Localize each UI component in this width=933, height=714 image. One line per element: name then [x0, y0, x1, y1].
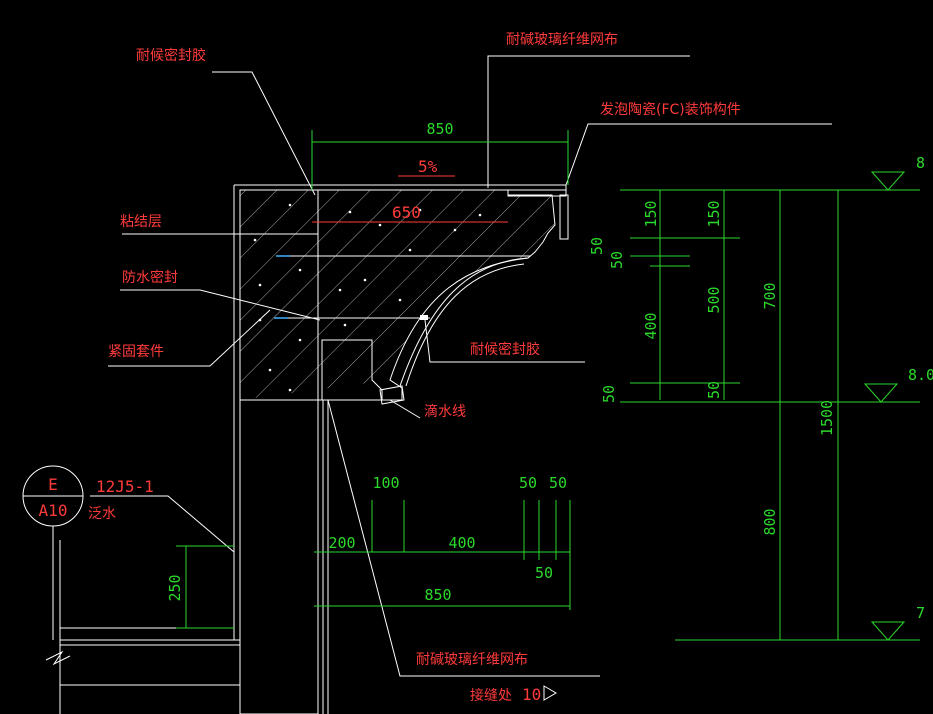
- joint-arrow-icon: [543, 685, 557, 701]
- elevation-2: 8.0: [908, 366, 933, 384]
- label-bond-layer: 粘结层: [120, 214, 162, 230]
- dim-v150a: 150: [642, 200, 660, 227]
- dim-v1500: 1500: [818, 400, 836, 436]
- elevation-3: 7: [916, 604, 925, 622]
- dim-v50b: 50: [608, 251, 626, 269]
- elevation-1: 8: [916, 154, 925, 172]
- label-mesh-bottom: 耐碱玻璃纤维网布: [416, 651, 528, 668]
- dim-v400: 400: [642, 312, 660, 339]
- dim-h50b: 50: [549, 474, 567, 492]
- leader-lines: [90, 55, 832, 677]
- label-joint: 接缝处: [470, 687, 512, 704]
- label-ref-code: 12J5-1: [96, 477, 154, 496]
- dim-v150b: 150: [705, 200, 723, 227]
- fc-cornice: [234, 184, 569, 405]
- label-waterproof-seal: 防水密封: [122, 269, 178, 286]
- dim-v50d: 50: [705, 381, 723, 399]
- label-drip-line: 滴水线: [424, 403, 466, 420]
- dimension-texts: 850 150 150 50 50 400 500 700 50 50 1500…: [166, 120, 933, 622]
- label-fc-component: 发泡陶瓷(FC)装饰构件: [600, 102, 741, 118]
- dim-top-850: 850: [426, 120, 453, 138]
- dim-slope: 5%: [418, 157, 438, 176]
- label-mesh-top: 耐碱玻璃纤维网布: [506, 31, 618, 48]
- label-sealant-top: 耐候密封胶: [136, 47, 206, 64]
- dim-v50c: 50: [600, 385, 618, 403]
- dim-v700: 700: [761, 282, 779, 309]
- dim-inner-650: 650: [392, 203, 421, 222]
- dim-h100: 100: [372, 474, 399, 492]
- label-fastener: 紧固套件: [108, 344, 164, 360]
- dim-v800: 800: [761, 508, 779, 535]
- dim-v500: 500: [705, 286, 723, 313]
- dim-h850: 850: [424, 586, 451, 604]
- dim-h50c: 50: [535, 564, 553, 582]
- annotations: 耐候密封胶 耐碱玻璃纤维网布 发泡陶瓷(FC)装饰构件 粘结层 防水密封 紧固套…: [88, 31, 741, 704]
- label-joint-num: 10: [522, 685, 541, 704]
- dim-v250: 250: [166, 574, 184, 601]
- floor-slab: [45, 540, 241, 714]
- dimension-lines: [176, 130, 920, 641]
- detail-callout: E A10: [22, 465, 84, 640]
- detail-circle-top: E: [48, 475, 58, 494]
- label-sealant-mid: 耐候密封胶: [470, 341, 540, 358]
- dim-h200: 200: [328, 534, 355, 552]
- dim-h400: 400: [448, 534, 475, 552]
- detail-circle-bottom: A10: [39, 501, 68, 520]
- dim-h50a: 50: [519, 474, 537, 492]
- label-flashing: 泛水: [88, 506, 116, 522]
- dim-v50a: 50: [588, 237, 606, 255]
